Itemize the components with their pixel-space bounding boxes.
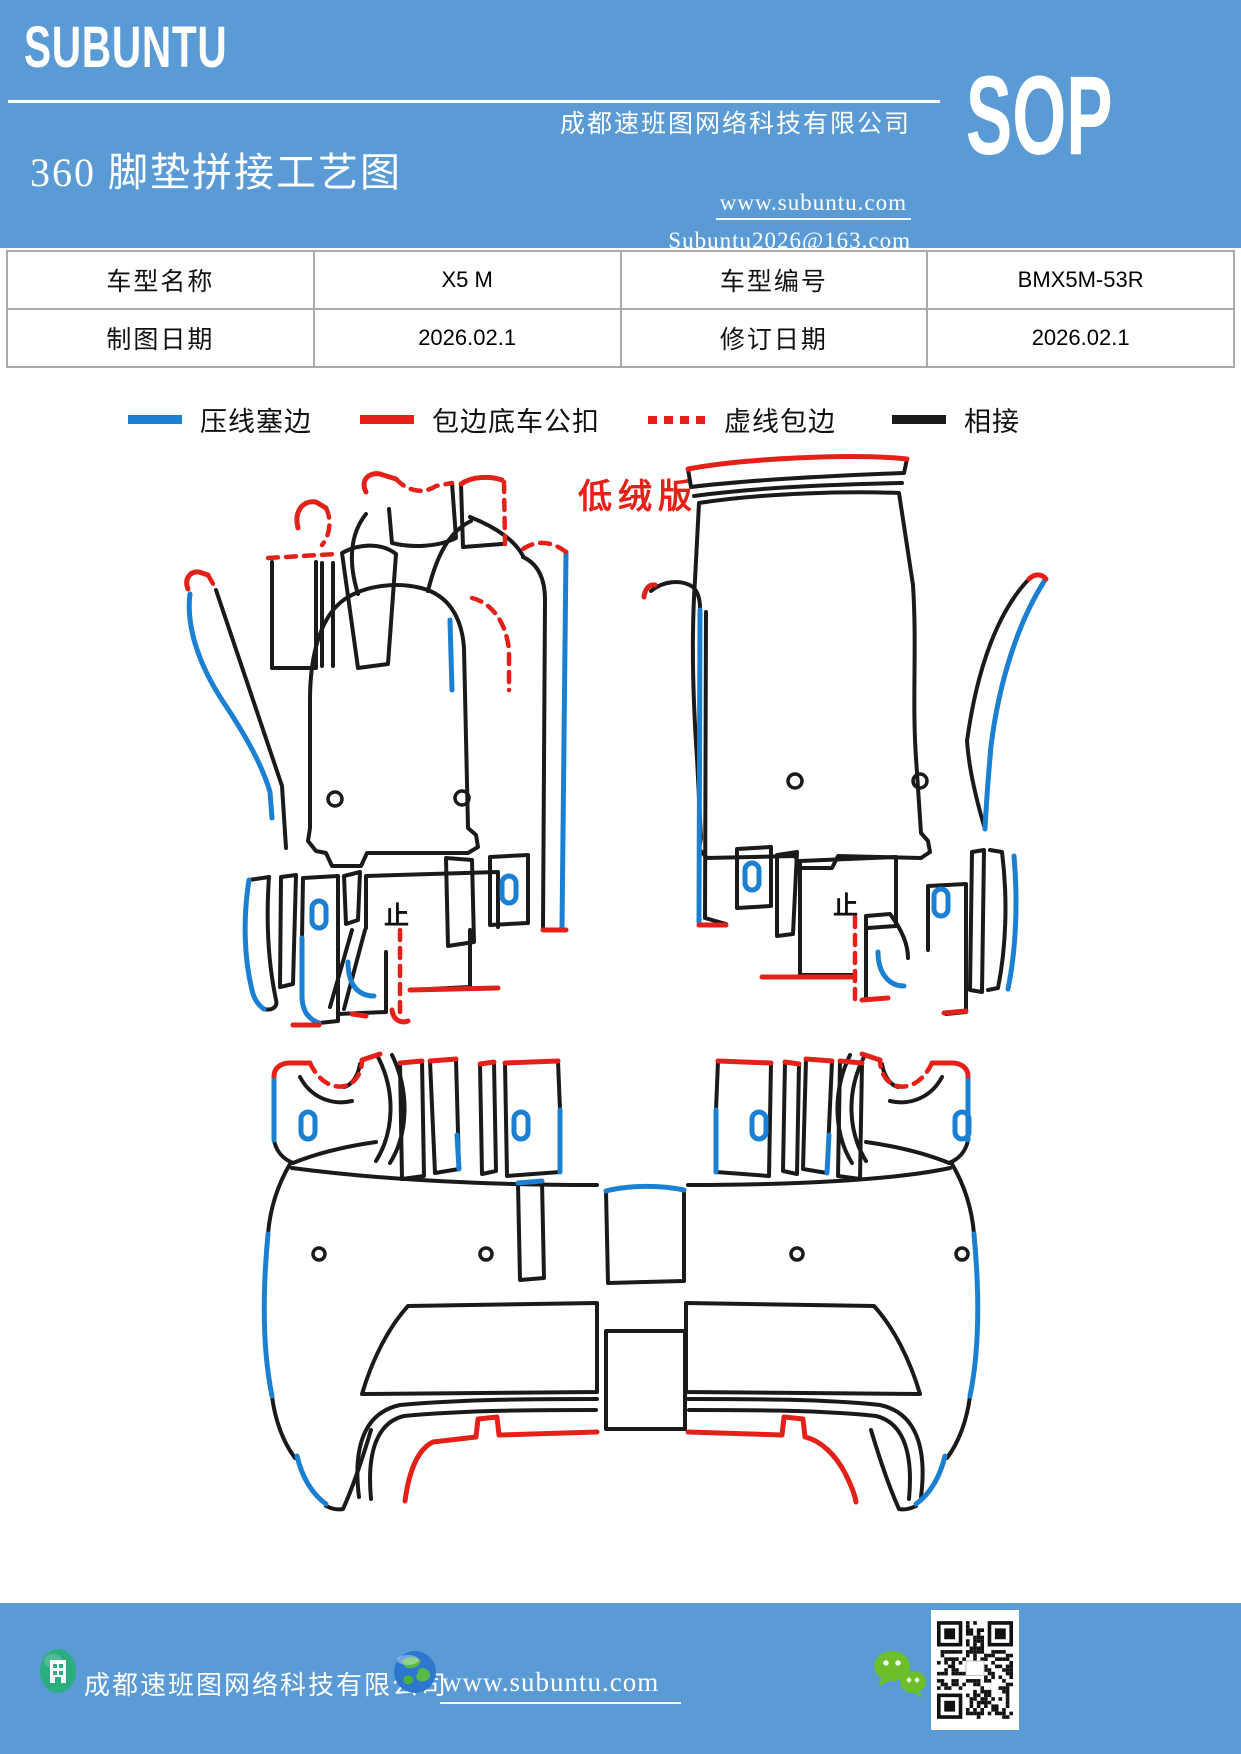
stop-marker-right: 止 [833, 892, 858, 920]
front-right-mat-diagram: 低绒版 止 [578, 454, 1049, 1016]
drawing-date-value: 2026.02.1 [312, 308, 622, 368]
front-right-mat-outline [690, 490, 932, 870]
rear-mat-diagram [261, 1051, 981, 1512]
black-solid-line-swatch [892, 415, 946, 424]
buckle-slot [931, 886, 951, 919]
company-logo: SUBUNTU [24, 15, 228, 80]
stop-marker-left: 止 [384, 902, 409, 930]
table-row: 车型名称 X5 M 车型编号 BMX5M-53R [6, 250, 1235, 310]
page-title: 360 脚垫拼接工艺图 [30, 150, 402, 195]
line-type-legend: 压线塞边 包边底车公扣 虚线包边 相接 [128, 400, 1020, 439]
revision-date-label: 修订日期 [619, 308, 929, 368]
buckle-slot [309, 898, 329, 931]
variant-label: 低绒版 [578, 478, 698, 516]
buckle-slot [742, 860, 762, 893]
legend-item-binding-buckle: 包边底车公扣 [360, 400, 600, 439]
sop-label: SOP [966, 53, 1113, 178]
buckle-slot [499, 873, 519, 906]
page-footer: 成都速班图网络科技有限公司 www.subuntu.com [0, 1603, 1241, 1754]
qr-code [931, 1610, 1019, 1730]
table-row: 制图日期 2026.02.1 修订日期 2026.02.1 [6, 308, 1235, 368]
legend-item-press-edge: 压线塞边 [128, 400, 312, 439]
red-solid-line-swatch [360, 415, 414, 424]
buckle-slot [298, 1109, 318, 1142]
blue-solid-line-swatch [128, 415, 182, 424]
header-company-name: 成都速班图网络科技有限公司 [559, 111, 911, 138]
legend-item-joint: 相接 [892, 400, 1020, 439]
legend-item-dashed-binding: 虚线包边 [648, 400, 836, 439]
footer-company-name: 成都速班图网络科技有限公司 [84, 1671, 449, 1700]
vehicle-name-label: 车型名称 [6, 250, 315, 310]
vehicle-info-table: 车型名称 X5 M 车型编号 BMX5M-53R 制图日期 2026.02.1 … [6, 250, 1235, 368]
buckle-slot [952, 1109, 972, 1142]
front-left-mat-diagram: 止 [184, 471, 569, 1028]
header-divider [8, 100, 940, 103]
front-left-mat-outline [306, 583, 480, 868]
drawing-date-label: 制图日期 [6, 308, 315, 368]
vehicle-code-label: 车型编号 [619, 250, 929, 310]
buckle-slot [749, 1109, 769, 1142]
vehicle-name-value: X5 M [312, 250, 622, 310]
globe-icon [394, 1651, 436, 1693]
vehicle-code-value: BMX5M-53R [926, 250, 1235, 310]
page-header: SUBUNTU 360 脚垫拼接工艺图 成都速班图网络科技有限公司 www.su… [0, 0, 1241, 253]
revision-date-value: 2026.02.1 [926, 308, 1235, 368]
header-contact-block: 成都速班图网络科技有限公司 www.subuntu.com Subuntu202… [560, 104, 911, 254]
header-website-link[interactable]: www.subuntu.com [715, 190, 911, 220]
footer-website-link[interactable]: www.subuntu.com [440, 1667, 682, 1704]
wechat-icon [874, 1651, 926, 1698]
building-icon [40, 1649, 76, 1693]
header-email: Subuntu2026@163.com [668, 228, 911, 253]
red-dashed-line-swatch [648, 415, 706, 424]
buckle-slot [511, 1109, 531, 1142]
